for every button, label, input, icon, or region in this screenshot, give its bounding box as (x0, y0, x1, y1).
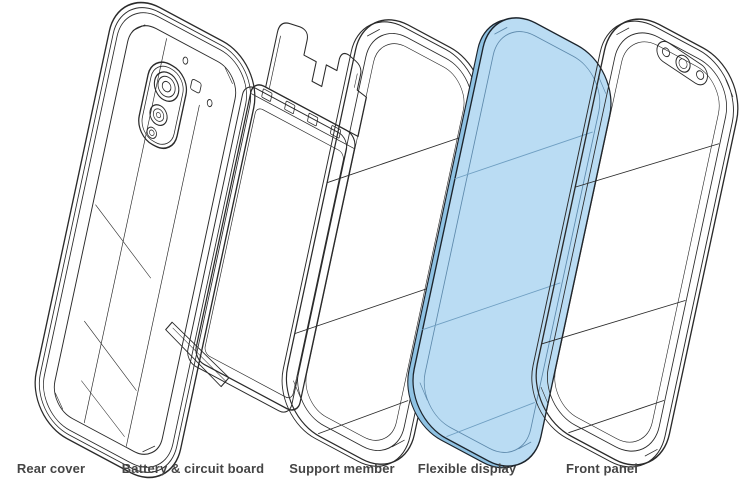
ribbon-cable-flap (165, 321, 230, 388)
connector-pad (330, 125, 342, 139)
light-sensor-hole (696, 70, 705, 80)
front-panel-drawing (531, 18, 739, 468)
battery-circuit-board-drawing (165, 22, 367, 413)
connector-pad (284, 100, 296, 114)
battery-slab (195, 84, 356, 411)
rear-cover-drawing (34, 1, 256, 479)
front-camera-hole (675, 54, 691, 73)
display-face (412, 17, 612, 467)
battery-cell-outline (204, 108, 344, 399)
proximity-sensor-hole (661, 47, 671, 58)
earpiece-camera-cluster (656, 40, 708, 86)
rear-hole (206, 99, 213, 108)
rear-sensor-window (190, 78, 202, 94)
rear-mic-hole (182, 56, 189, 65)
flexible-display-drawing (407, 17, 612, 469)
rear-camera-module (138, 61, 188, 150)
flash-icon (146, 126, 157, 139)
connector-pad (261, 88, 273, 102)
display-inner-line (423, 31, 601, 453)
circuit-board-outline (265, 22, 367, 138)
connector-pad (307, 112, 319, 127)
